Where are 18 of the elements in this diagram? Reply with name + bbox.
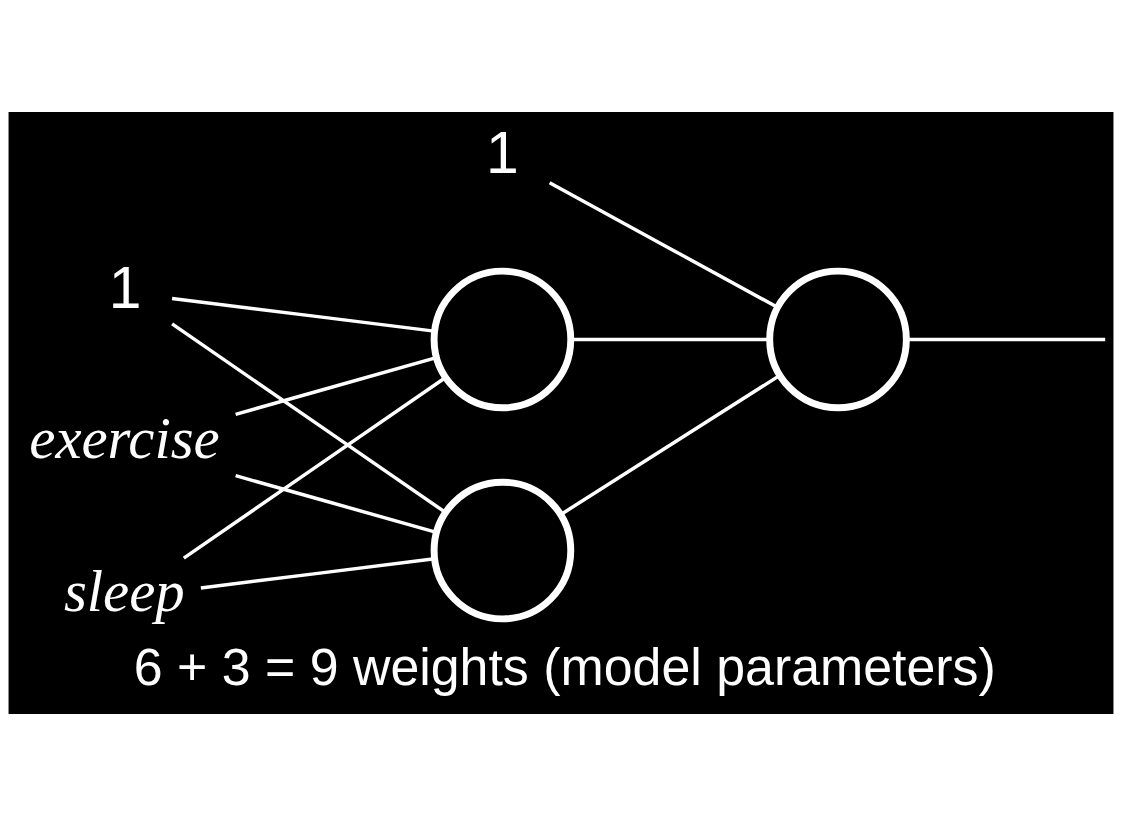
node-text: exercise — [29, 405, 220, 471]
connector — [182, 375, 447, 559]
connector — [548, 180, 779, 309]
connector — [560, 373, 781, 516]
connector — [571, 337, 770, 341]
connector — [235, 355, 437, 416]
connector — [906, 337, 1106, 341]
caption: 6 + 3 = 9 weights (model parameters) — [133, 637, 996, 696]
connector — [200, 556, 435, 590]
connector — [235, 473, 437, 534]
node-text: 1 — [485, 119, 519, 185]
node-text: sleep — [63, 558, 185, 624]
node-text: 1 — [108, 254, 142, 320]
connector — [171, 321, 447, 514]
node-circle — [766, 267, 910, 411]
connector — [171, 296, 435, 333]
node-circle — [430, 478, 575, 622]
node-circle — [430, 267, 575, 411]
